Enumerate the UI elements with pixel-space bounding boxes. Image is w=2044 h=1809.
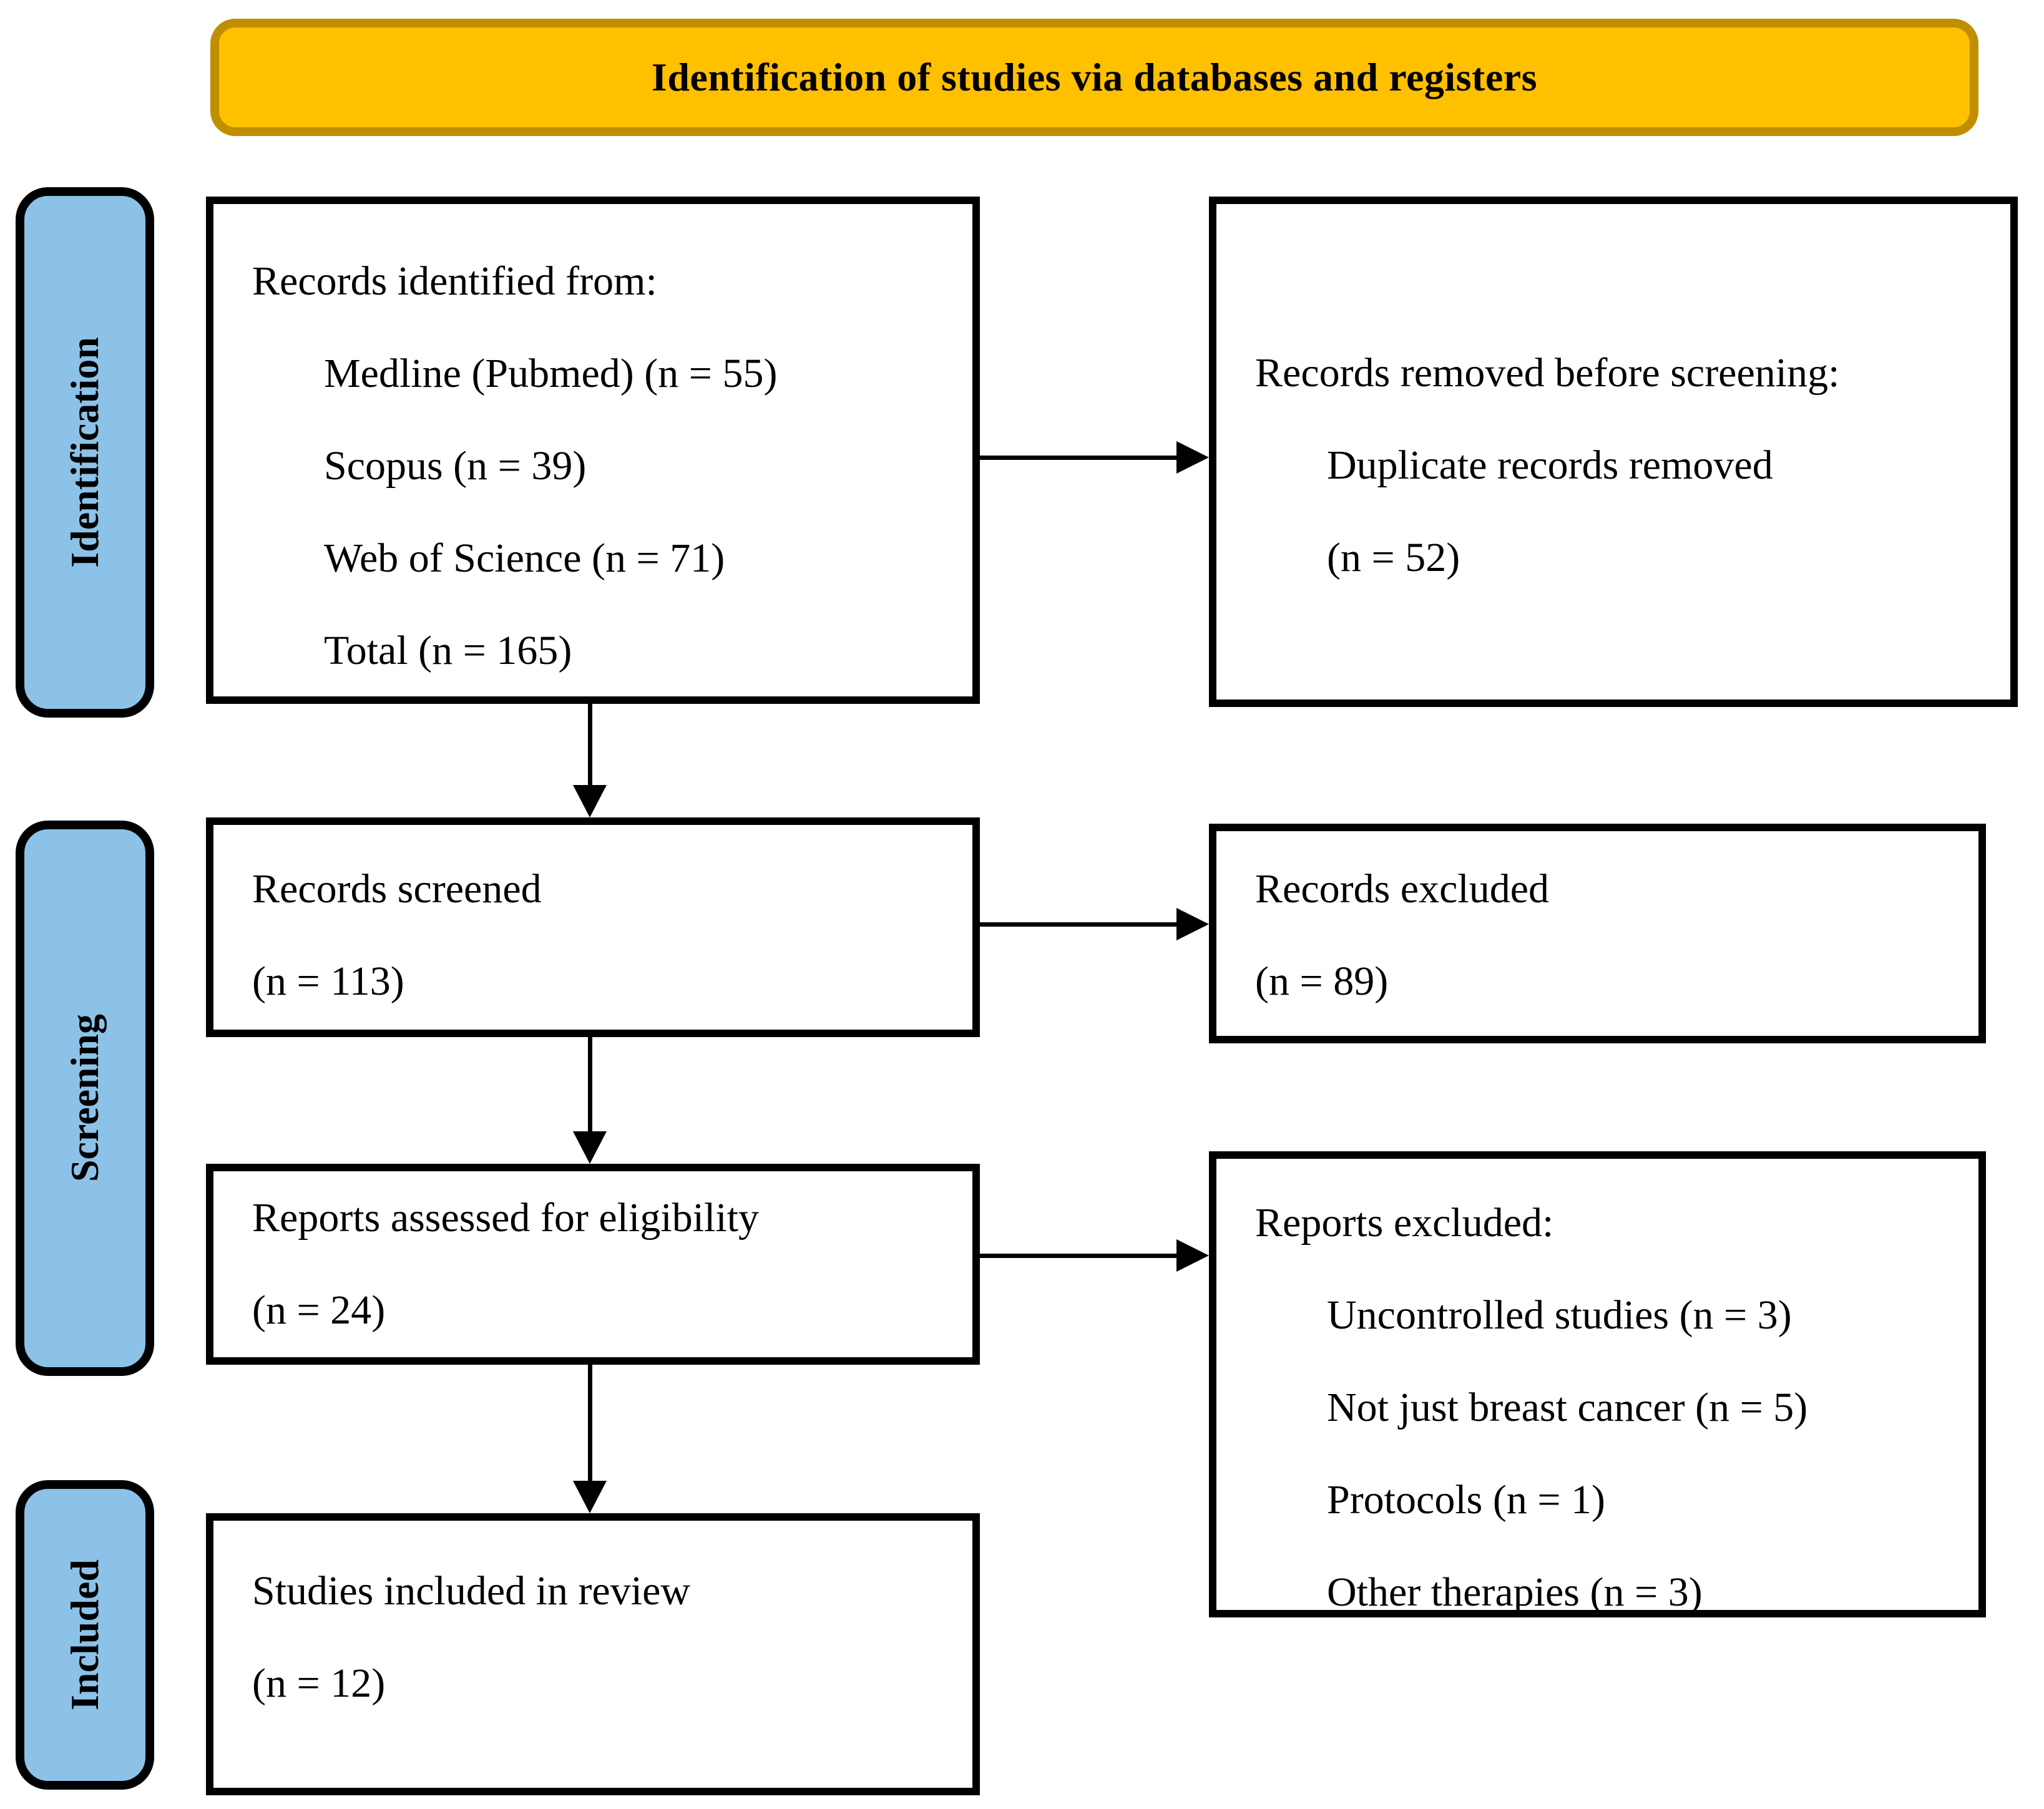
box-line: Reports assessed for eligibility <box>252 1195 760 1241</box>
box-line: Duplicate records removed <box>1327 442 1773 488</box>
box-records-identified: Records identified from: Medline (Pubmed… <box>206 197 980 704</box>
stage-label-identification: Identification <box>16 187 154 718</box>
stage-label-text: Identification <box>62 337 107 568</box>
stage-label-included: Included <box>16 1480 154 1790</box>
header-banner: Identification of studies via databases … <box>210 19 1978 136</box>
stage-label-text: Screening <box>62 1014 107 1182</box>
stage-label-text: Included <box>62 1559 107 1710</box>
box-records-removed: Records removed before screening: Duplic… <box>1209 197 2018 707</box>
box-line: Records identified from: <box>252 258 657 304</box>
box-studies-included: Studies included in review (n = 12) <box>206 1513 980 1795</box>
box-line: Other therapies (n = 3) <box>1327 1569 1703 1615</box>
box-line: (n = 12) <box>252 1660 386 1706</box>
box-line: Scopus (n = 39) <box>324 443 587 489</box>
box-records-screened: Records screened (n = 113) <box>206 817 980 1037</box>
box-records-excluded: Records excluded (n = 89) <box>1209 824 1986 1043</box>
box-line: Not just breast cancer (n = 5) <box>1327 1385 1808 1430</box>
box-line: Records excluded <box>1255 866 1549 912</box>
box-line: Studies included in review <box>252 1568 691 1614</box>
box-reports-excluded: Reports excluded: Uncontrolled studies (… <box>1209 1151 1986 1617</box>
stage-label-screening: Screening <box>16 821 154 1376</box>
box-line: Total (n = 165) <box>324 628 572 673</box>
box-line: (n = 113) <box>252 958 404 1004</box>
box-line: (n = 24) <box>252 1287 386 1333</box>
box-reports-assessed: Reports assessed for eligibility (n = 24… <box>206 1164 980 1365</box>
box-line: (n = 52) <box>1327 535 1460 580</box>
box-line: (n = 89) <box>1255 958 1389 1004</box>
header-title: Identification of studies via databases … <box>651 55 1538 99</box>
box-line: Uncontrolled studies (n = 3) <box>1327 1292 1792 1338</box>
box-line: Reports excluded: <box>1255 1200 1554 1246</box>
box-line: Web of Science (n = 71) <box>324 535 725 581</box>
box-line: Records screened <box>252 866 542 912</box>
box-line: Medline (Pubmed) (n = 55) <box>324 351 778 396</box>
box-line: Protocols (n = 1) <box>1327 1477 1606 1523</box>
box-line: Records removed before screening: <box>1255 350 1840 396</box>
